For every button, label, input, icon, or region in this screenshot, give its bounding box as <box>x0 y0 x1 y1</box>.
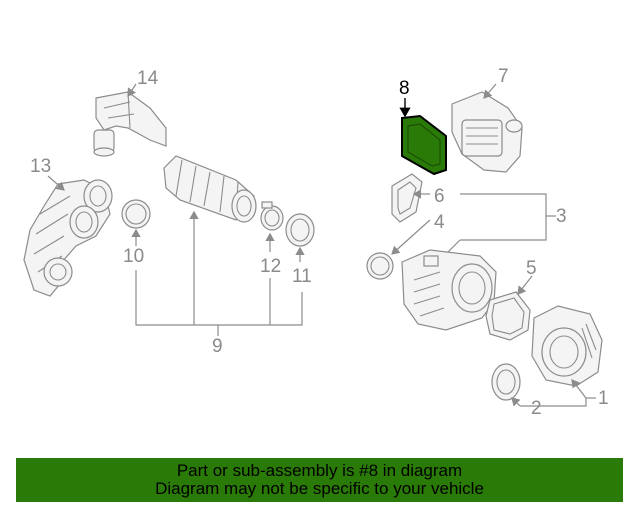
part-11-seal[interactable] <box>285 213 315 247</box>
callout-3: 3 <box>556 206 567 227</box>
part-9-air-tube[interactable] <box>163 155 257 223</box>
callout-8: 8 <box>399 78 410 99</box>
callout-9: 9 <box>212 336 223 357</box>
banner-line-1: Part or sub-assembly is #8 in diagram <box>176 461 463 480</box>
part-1-housing[interactable] <box>531 305 603 387</box>
callout-13: 13 <box>30 156 51 177</box>
part-10-clamp[interactable] <box>121 199 151 229</box>
callout-5: 5 <box>526 258 537 279</box>
callout-6: 6 <box>434 186 445 207</box>
part-12-hose-clamp[interactable] <box>260 201 284 231</box>
callout-1: 1 <box>598 388 609 409</box>
part-8-gasket-highlighted[interactable] <box>401 114 447 176</box>
part-14-duct[interactable] <box>93 91 167 157</box>
callout-2: 2 <box>531 398 542 419</box>
part-6-gasket[interactable] <box>391 173 423 223</box>
banner-line-2: Diagram may not be specific to your vehi… <box>155 479 484 498</box>
part-13-intake-duct[interactable] <box>23 179 113 297</box>
callout-12: 12 <box>260 256 281 277</box>
part-7-throttle-housing[interactable] <box>451 91 523 173</box>
callout-14: 14 <box>137 68 159 89</box>
throttle-body[interactable] <box>401 249 497 331</box>
callout-10: 10 <box>123 246 144 267</box>
info-banner: Part or sub-assembly is #8 in diagram Di… <box>16 458 623 502</box>
callout-11: 11 <box>292 266 312 287</box>
callout-7: 7 <box>498 66 509 87</box>
part-5-gasket[interactable] <box>485 291 531 341</box>
part-2-clamp-band[interactable] <box>491 363 521 401</box>
part-4-o-ring[interactable] <box>366 252 394 280</box>
callout-4: 4 <box>434 212 445 233</box>
